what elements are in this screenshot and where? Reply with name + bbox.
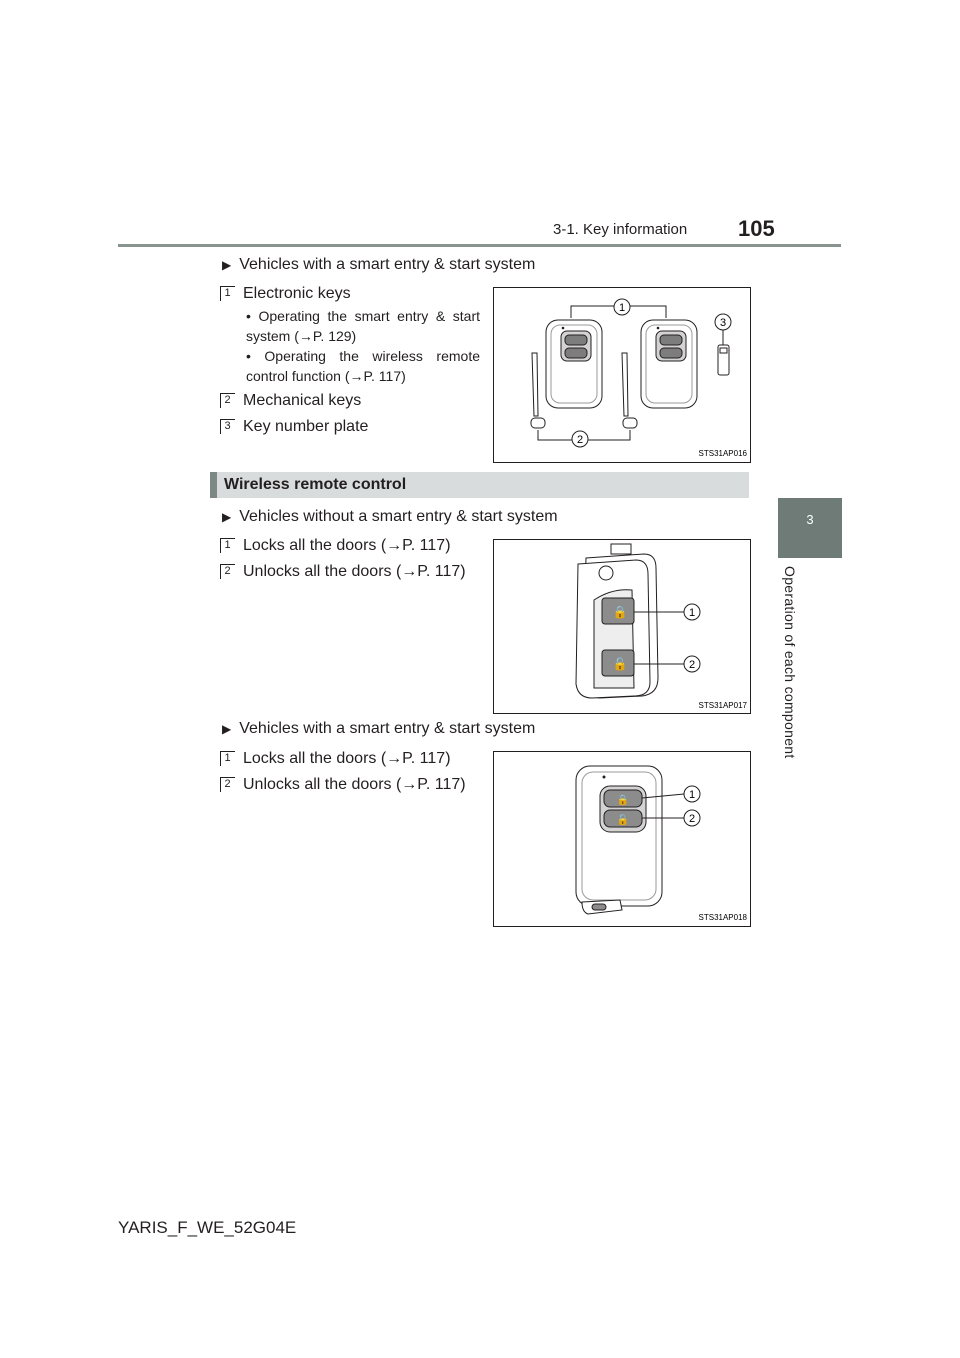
- section-band: [210, 472, 749, 498]
- callout-1: 1: [619, 302, 625, 314]
- svg-text:🔒: 🔒: [613, 605, 628, 619]
- callout-2: 2: [689, 659, 695, 671]
- key-item-3: 3 Key number plate: [220, 418, 369, 436]
- key-item-label: Key number plate: [243, 418, 369, 435]
- callout-1: 1: [689, 607, 695, 619]
- svg-text:🔒: 🔒: [617, 794, 629, 806]
- section-heading: Wireless remote control: [224, 476, 407, 493]
- figure-code: STS31AP016: [699, 449, 748, 458]
- subsection-b-heading-text: Vehicles with a smart entry & start syst…: [239, 720, 536, 737]
- document-code: YARIS_F_WE_52G04E: [118, 1218, 297, 1237]
- svg-text:🔓: 🔓: [617, 813, 629, 826]
- triangle-bullet-icon: ▶: [222, 722, 232, 736]
- key-item-label: Mechanical keys: [243, 392, 362, 409]
- figure-smart-key: 🔒 🔓 1 2 STS31AP018: [493, 751, 751, 927]
- item-label: Locks all the doors (→P. 117): [243, 750, 451, 767]
- item-number-badge: 2: [220, 777, 235, 792]
- subsection-b-item-2: 2 Unlocks all the doors (→P. 117): [220, 776, 466, 794]
- callout-1: 1: [689, 789, 695, 801]
- section-title: 3-1. Key information: [553, 221, 688, 238]
- figure-remote-key: 🔒 🔓 1 2 STS31AP017: [493, 539, 751, 714]
- section-band-accent: [210, 472, 217, 498]
- chapter-label: Operation of each component: [770, 566, 810, 766]
- key-item-label: Electronic keys: [243, 285, 351, 302]
- figure-code: STS31AP017: [699, 701, 748, 710]
- item-number-badge: 1: [220, 751, 235, 766]
- flip-remote-illustration: 🔒 🔓 1 2 STS31AP017: [575, 543, 748, 710]
- keys-subheading-text: Vehicles with a smart entry & start syst…: [239, 256, 536, 273]
- subsection-a-item-1: 1 Locks all the doors (→P. 117): [220, 537, 451, 555]
- triangle-bullet-icon: ▶: [222, 510, 232, 524]
- key-item-2: 2 Mechanical keys: [220, 392, 362, 410]
- keys-subheading: ▶ Vehicles with a smart entry & start sys…: [222, 256, 535, 274]
- figure-code: STS31AP018: [699, 913, 748, 922]
- subsection-a-heading: ▶ Vehicles without a smart entry & start …: [222, 508, 558, 526]
- subsection-a-heading-text: Vehicles without a smart entry & start s…: [239, 508, 558, 525]
- item-number-badge: 3: [220, 419, 235, 434]
- item-label: Unlocks all the doors (→P. 117): [243, 776, 466, 793]
- chapter-tab[interactable]: 3: [778, 498, 842, 558]
- bullet-smart-entry: • Operating the smart entry & start syst…: [246, 308, 480, 344]
- bullet-wireless: • Operating the wireless remote control …: [246, 348, 480, 384]
- callout-2: 2: [689, 813, 695, 825]
- figure-electronic-keys: 1 2 3 STS31AP016: [493, 287, 751, 463]
- svg-text:🔓: 🔓: [613, 657, 628, 671]
- key-set-illustration: 1 2 3 STS31AP016: [530, 298, 748, 458]
- subsection-b-heading: ▶ Vehicles with a smart entry & start sys…: [222, 720, 535, 738]
- smart-key-illustration: 🔒 🔓 1 2 STS31AP018: [575, 765, 748, 922]
- item-number-badge: 1: [220, 538, 235, 553]
- page-number: 105: [738, 216, 775, 241]
- item-number-badge: 1: [220, 286, 235, 301]
- item-number-badge: 2: [220, 393, 235, 408]
- item-number-badge: 2: [220, 564, 235, 579]
- subsection-a-item-2: 2 Unlocks all the doors (→P. 117): [220, 563, 466, 581]
- item-label: Unlocks all the doors (→P. 117): [243, 563, 466, 580]
- header-rule: [118, 244, 841, 247]
- callout-2: 2: [577, 434, 583, 446]
- key-item-1: 1 Electronic keys: [220, 285, 351, 303]
- triangle-bullet-icon: ▶: [222, 258, 232, 272]
- item-label: Locks all the doors (→P. 117): [243, 537, 451, 554]
- chapter-label-text: Operation of each component: [782, 566, 798, 759]
- callout-3: 3: [720, 317, 726, 329]
- subsection-b-item-1: 1 Locks all the doors (→P. 117): [220, 750, 451, 768]
